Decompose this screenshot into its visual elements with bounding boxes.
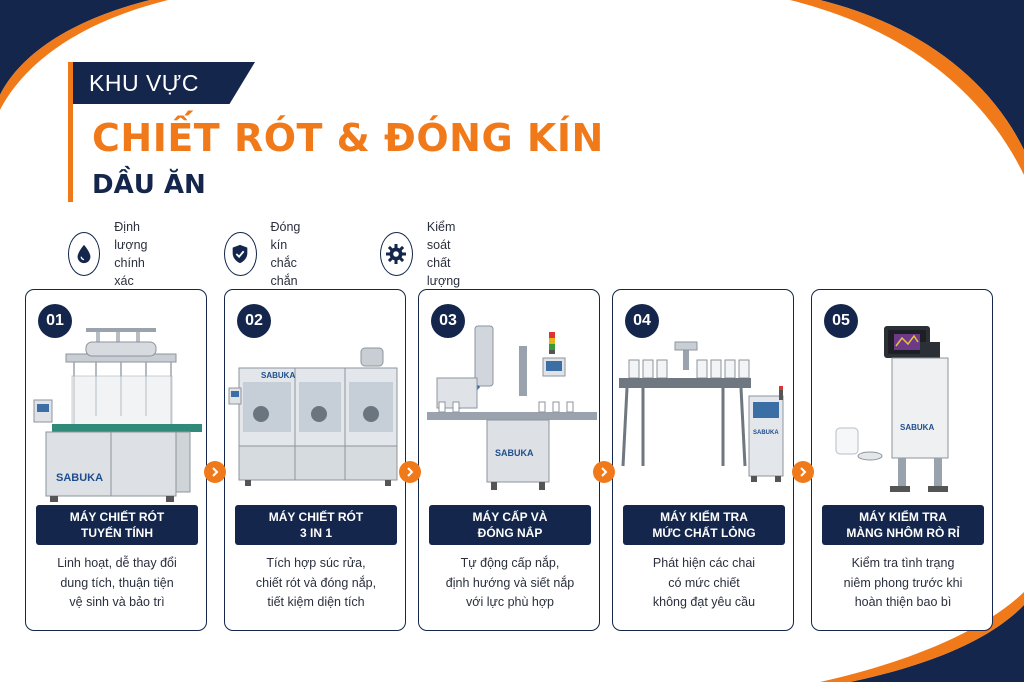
feature-item: Định lượng chính xác xyxy=(68,218,159,290)
step-description: Tự động cấp nắp, định hướng và siết nắp … xyxy=(445,556,575,609)
next-arrow-icon xyxy=(399,461,421,483)
gear-icon xyxy=(380,232,413,276)
next-arrow-icon xyxy=(593,461,615,483)
next-arrow-icon xyxy=(792,461,814,483)
liquid-level-inspection-machine-image: SABUKA xyxy=(619,341,784,482)
brand-logo: SABUKA xyxy=(495,448,534,458)
process-steps: 01 SABUKA MÁY CHIẾT RÓT TUYẾN TÍNH Linh … xyxy=(0,289,1024,631)
step-number: 05 xyxy=(824,304,858,338)
page-title: CHIẾT RÓT & ĐÓNG KÍN xyxy=(92,116,604,160)
step-card: 01 SABUKA MÁY CHIẾT RÓT TUYẾN TÍNH Linh … xyxy=(25,289,207,631)
brand-logo: SABUKA xyxy=(900,423,934,432)
step-number: 01 xyxy=(38,304,72,338)
step-card: 05 SABUKA MÁY KIỂM TRA MÀNG NHÔM RÒ RỈ K… xyxy=(811,289,993,631)
step-description: Linh hoạt, dễ thay đổi dung tích, thuận … xyxy=(57,556,177,609)
linear-filling-machine-image: SABUKA xyxy=(33,328,202,502)
step-title: MÁY CHIẾT RÓT 3 IN 1 xyxy=(235,505,397,545)
step-title: MÁY KIỂM TRA MÀNG NHÔM RÒ RỈ xyxy=(822,505,984,545)
feature-item: Đóng kín chắc chắn xyxy=(224,218,312,290)
page-subtitle: DẦU ĂN xyxy=(92,170,206,200)
feature-text: Đóng kín chắc chắn xyxy=(270,220,301,288)
feature-item: Kiểm soát chất lượng xyxy=(380,218,471,290)
title-accent-bar xyxy=(68,62,73,202)
brand-logo: SABUKA xyxy=(261,371,295,380)
step-description: Kiểm tra tình trạng niêm phong trước khi… xyxy=(843,556,963,609)
brand-logo: SABUKA xyxy=(753,430,779,436)
step-title: MÁY CHIẾT RÓT TUYẾN TÍNH xyxy=(36,505,198,545)
step-card: 02 SABUKA MÁY CHIẾT RÓT 3 IN 1 Tích hợp … xyxy=(224,289,406,631)
step-title: MÁY CẤP VÀ ĐÓNG NẮP xyxy=(429,505,591,545)
brand-logo: SABUKA xyxy=(56,472,103,484)
feature-text: Kiểm soát chất lượng xyxy=(426,220,461,288)
feature-text: Định lượng chính xác xyxy=(114,220,148,288)
step-number: 03 xyxy=(431,304,465,338)
next-arrow-icon xyxy=(204,461,226,483)
capping-machine-image: SABUKA xyxy=(427,325,597,490)
section-kicker: KHU VỰC xyxy=(73,62,255,104)
three-in-one-filling-machine-image: SABUKA xyxy=(228,347,398,486)
shield-check-icon xyxy=(224,232,257,276)
step-description: Phát hiện các chai có mức chiết không đạ… xyxy=(652,556,756,609)
step-description: Tích hợp súc rửa, chiết rót và đóng nắp,… xyxy=(255,556,377,609)
step-card: 03 SABUKA MÁY CẤP VÀ ĐÓNG NẮP Tự động cấ… xyxy=(418,289,600,631)
step-card: 04 SABUKA MÁY KIỂM TRA MỨC CHẤT LỎNG Phá… xyxy=(612,289,794,631)
aluminum-seal-leak-tester-image: SABUKA xyxy=(835,326,949,492)
oil-drop-icon xyxy=(68,232,101,276)
step-title: MÁY KIỂM TRA MỨC CHẤT LỎNG xyxy=(623,505,785,545)
step-number: 02 xyxy=(237,304,271,338)
step-number: 04 xyxy=(625,304,659,338)
